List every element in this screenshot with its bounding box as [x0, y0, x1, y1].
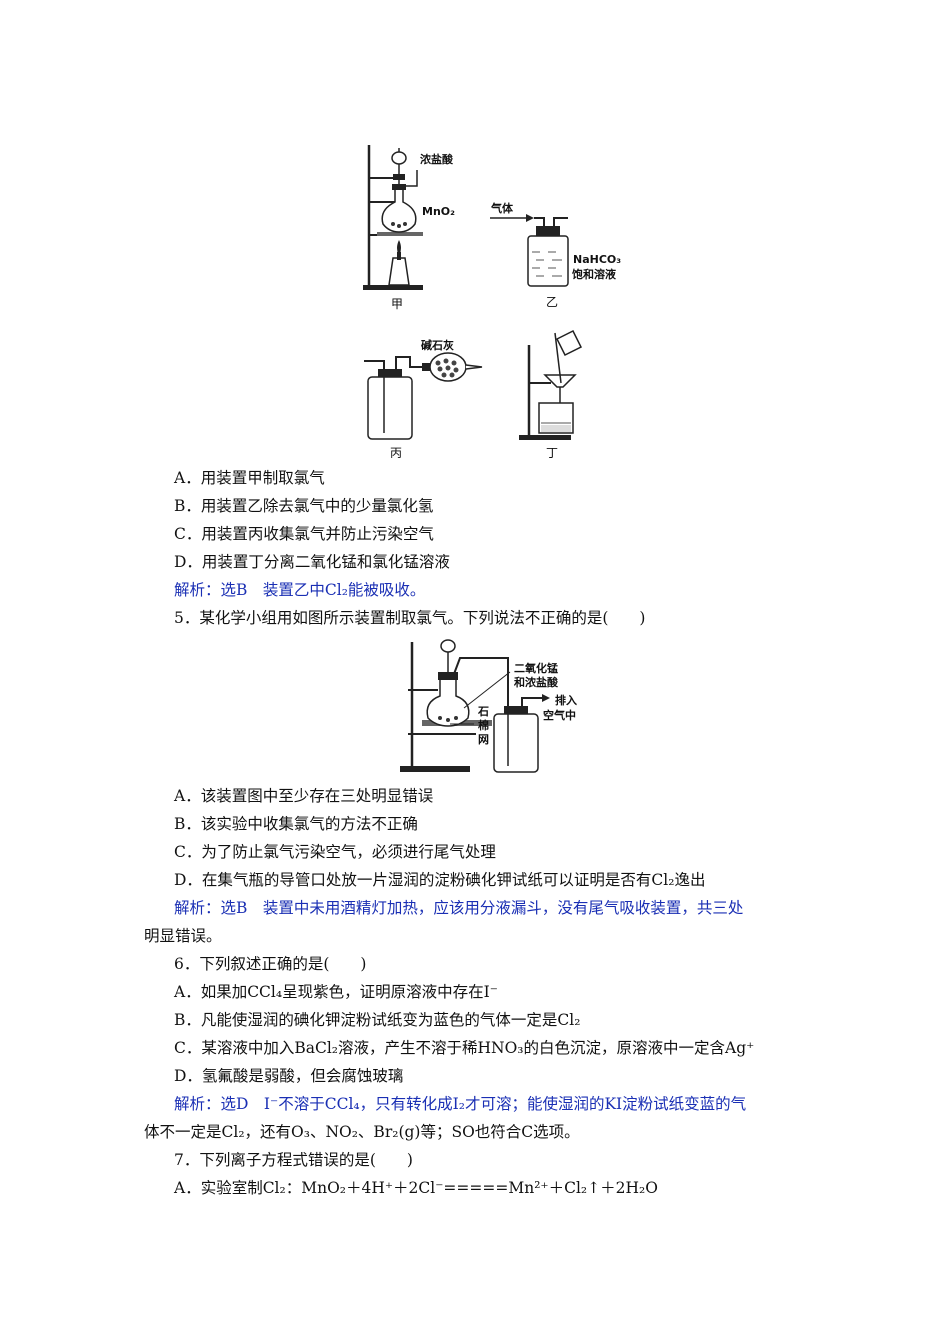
apparatus-jia-figure [363, 145, 423, 290]
q6-stem: 6．下列叙述正确的是( ) [174, 955, 367, 973]
q5-fig-label-3: 排入 [555, 694, 577, 707]
fig1-soda-lime-label: 碱石灰 [421, 339, 454, 352]
q5-option-a: A．该装置图中至少存在三处明显错误 [174, 787, 434, 805]
q6-analysis-line2: 体不一定是Cl₂，还有O₃、NO₂、Br₂(g)等；SO也符合C选项。 [144, 1123, 580, 1141]
q4-analysis: 解析：选B 装置乙中Cl₂能被吸收。 [174, 581, 426, 599]
q5-fig-label-4: 空气中 [543, 709, 576, 722]
q5-option-b: B．该实验中收集氯气的方法不正确 [174, 815, 418, 833]
fig1-hcl-label: 浓盐酸 [420, 153, 453, 166]
q6-option-d: D．氢氟酸是弱酸，但会腐蚀玻璃 [174, 1067, 404, 1085]
q4-option-d: D．用装置丁分离二氧化锰和氯化锰溶液 [174, 553, 450, 571]
fig1-saturated-label: 饱和溶液 [572, 268, 616, 281]
fig1-nahco3-label: NaHCO₃ [573, 253, 622, 266]
q6-option-c: C．某溶液中加入BaCl₂溶液，产生不溶于稀HNO₃的白色沉淀，原溶液中一定含A… [174, 1039, 755, 1057]
q5-option-d: D．在集气瓶的导管口处放一片湿润的淀粉碘化钾试纸可以证明是否有Cl₂逸出 [174, 871, 706, 889]
q6-analysis-line1: 解析：选D I⁻不溶于CCl₄，只有转化成I₂才可溶；能使湿润的KI淀粉试纸变蓝… [174, 1095, 747, 1113]
q5-analysis-line1: 解析：选B 装置中未用酒精灯加热，应该用分液漏斗，没有尾气吸收装置，共三处 [174, 899, 744, 917]
q5-fig-label-7: 网 [478, 733, 489, 746]
fig1-mno2-label: MnO₂ [422, 205, 455, 218]
q5-fig-label-2: 和浓盐酸 [514, 676, 558, 689]
apparatus-yi-figure [490, 214, 569, 287]
apparatus-ding-figure [519, 329, 583, 440]
fig1-ding-caption: 丁 [546, 446, 559, 460]
q5-fig-label-5: 石 [478, 705, 489, 718]
q5-apparatus-figure [400, 639, 550, 773]
q5-stem: 5．某化学小组用如图所示装置制取氯气。下列说法不正确的是( ) [174, 609, 646, 627]
fig1-bing-caption: 丙 [390, 446, 403, 460]
q7-option-a: A．实验室制Cl₂：MnO₂＋4H⁺＋2Cl⁻=====Mn²⁺＋Cl₂↑＋2H… [174, 1179, 658, 1197]
q5-analysis-line2: 明显错误。 [144, 927, 222, 945]
q4-option-c: C．用装置丙收集氯气并防止污染空气 [174, 525, 434, 543]
q6-option-b: B．凡能使湿润的碘化钾淀粉试纸变为蓝色的气体一定是Cl₂ [174, 1011, 581, 1029]
q4-option-a: A．用装置甲制取氯气 [174, 469, 325, 487]
q6-option-a: A．如果加CCl₄呈现紫色，证明原溶液中存在I⁻ [174, 983, 498, 1001]
q5-fig-label-1: 二氧化锰 [514, 662, 558, 675]
fig1-jia-caption: 甲 [391, 297, 404, 311]
q4-option-b: B．用装置乙除去氯气中的少量氯化氢 [174, 497, 434, 515]
q5-fig-label-6: 棉 [478, 719, 489, 732]
fig1-yi-caption: 乙 [546, 295, 559, 309]
fig1-gas-label: 气体 [491, 202, 513, 215]
apparatus-bing-figure [364, 352, 483, 440]
q7-stem: 7．下列离子方程式错误的是( ) [174, 1151, 413, 1169]
q5-option-c: C．为了防止氯气污染空气，必须进行尾气处理 [174, 843, 496, 861]
